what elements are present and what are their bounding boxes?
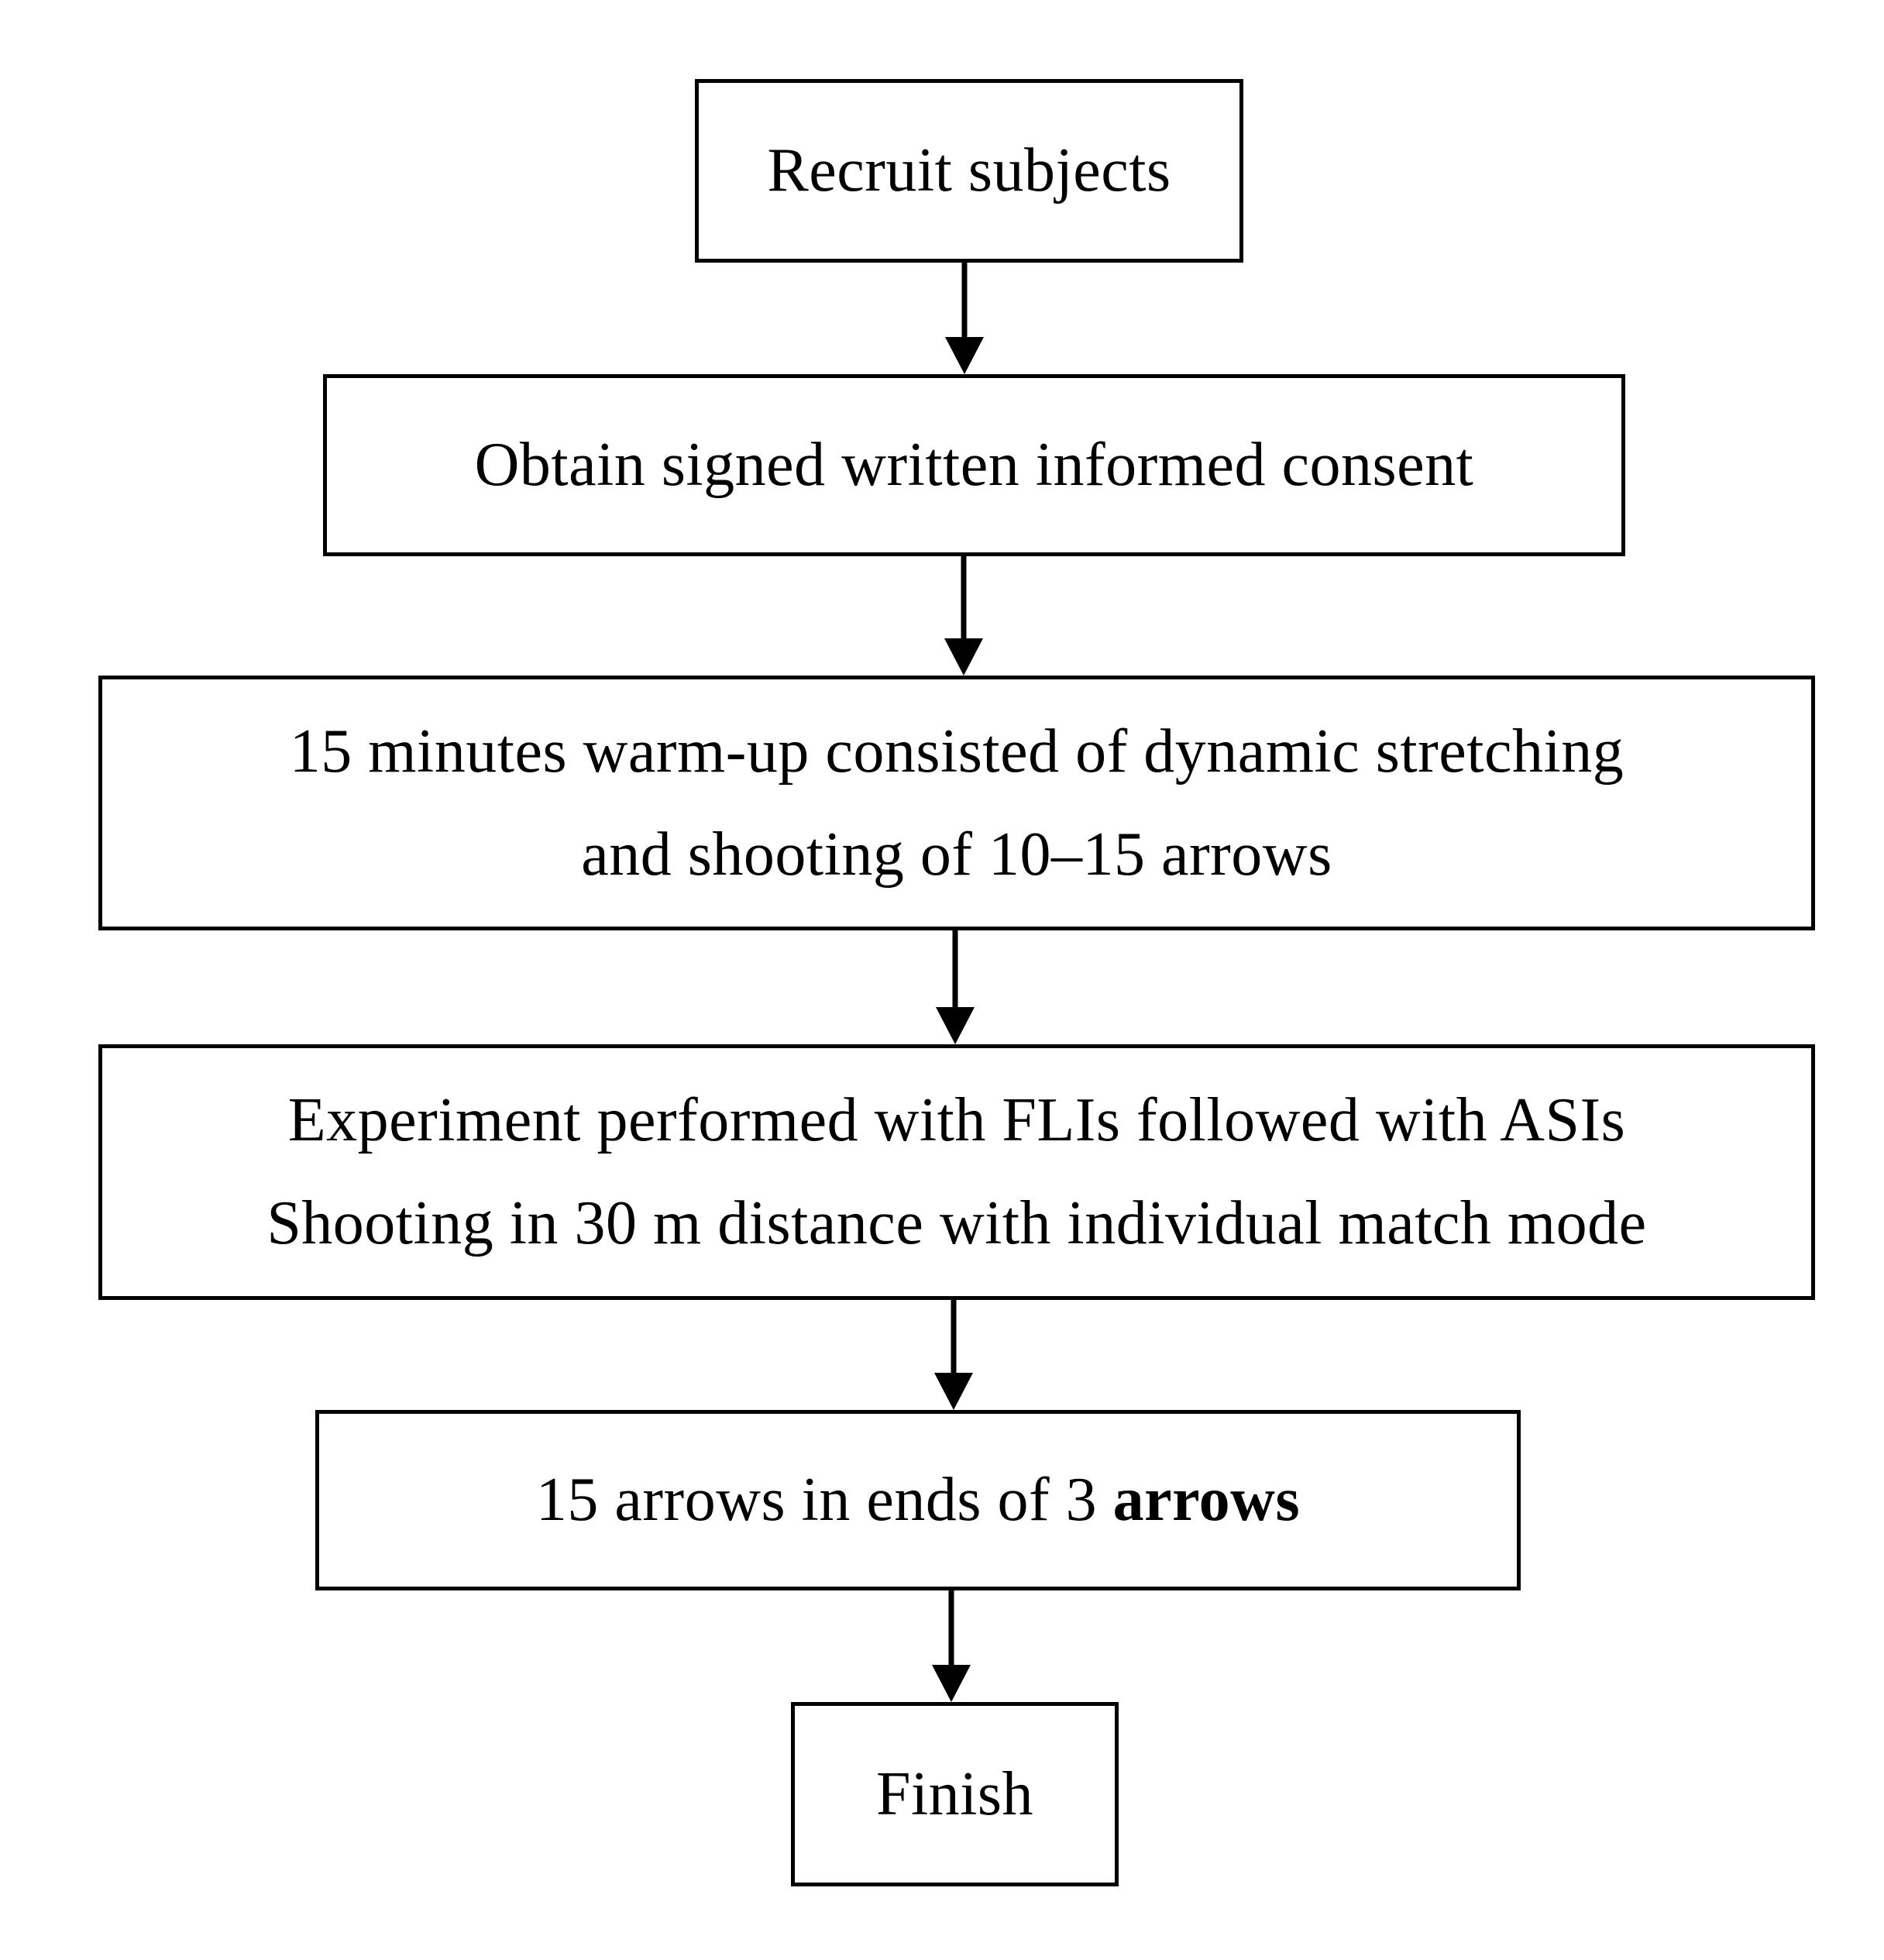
connector-arrow-1 bbox=[945, 262, 984, 374]
node-text: 15 arrows in ends of 3 arrows bbox=[536, 1449, 1300, 1552]
arrowhead-down-icon bbox=[944, 638, 983, 676]
node-text-prefix: 15 arrows in ends of 3 bbox=[535, 1466, 1113, 1535]
arrow-stem bbox=[961, 555, 967, 641]
node-text: Obtain signed written informed consent bbox=[474, 431, 1474, 500]
flow-node-recruit-subjects: Recruit subjects bbox=[695, 79, 1243, 263]
arrowhead-down-icon bbox=[945, 337, 984, 374]
node-text: Finish bbox=[875, 1759, 1034, 1828]
flow-node-finish: Finish bbox=[791, 1702, 1119, 1886]
node-text: Recruit subjects bbox=[767, 136, 1171, 205]
node-text-line-2: and shooting of 10–15 arrows bbox=[581, 820, 1332, 889]
arrow-stem bbox=[948, 1589, 954, 1668]
connector-arrow-2 bbox=[944, 555, 983, 676]
flow-node-arrow-ends: 15 arrows in ends of 3 arrows bbox=[315, 1410, 1521, 1590]
connector-arrow-4 bbox=[934, 1299, 973, 1410]
arrow-stem bbox=[961, 262, 968, 340]
node-text-line-1: 15 minutes warm-up consisted of dynamic … bbox=[289, 717, 1624, 786]
node-text-bold: arrows bbox=[1112, 1466, 1301, 1535]
arrowhead-down-icon bbox=[936, 1007, 975, 1044]
flow-node-warmup: 15 minutes warm-up consisted of dynamic … bbox=[98, 676, 1815, 930]
arrowhead-down-icon bbox=[934, 1373, 973, 1410]
arrow-stem bbox=[952, 929, 958, 1010]
arrow-stem bbox=[951, 1299, 957, 1376]
flow-node-informed-consent: Obtain signed written informed consent bbox=[323, 374, 1625, 556]
connector-arrow-3 bbox=[936, 929, 975, 1044]
connector-arrow-5 bbox=[932, 1589, 971, 1702]
arrowhead-down-icon bbox=[932, 1665, 971, 1702]
node-text-line-1: Experiment performed with FLIs followed … bbox=[287, 1086, 1626, 1155]
flow-node-experiment: Experiment performed with FLIs followed … bbox=[98, 1044, 1815, 1300]
node-text-line-2: Shooting in 30 m distance with individua… bbox=[266, 1189, 1647, 1257]
